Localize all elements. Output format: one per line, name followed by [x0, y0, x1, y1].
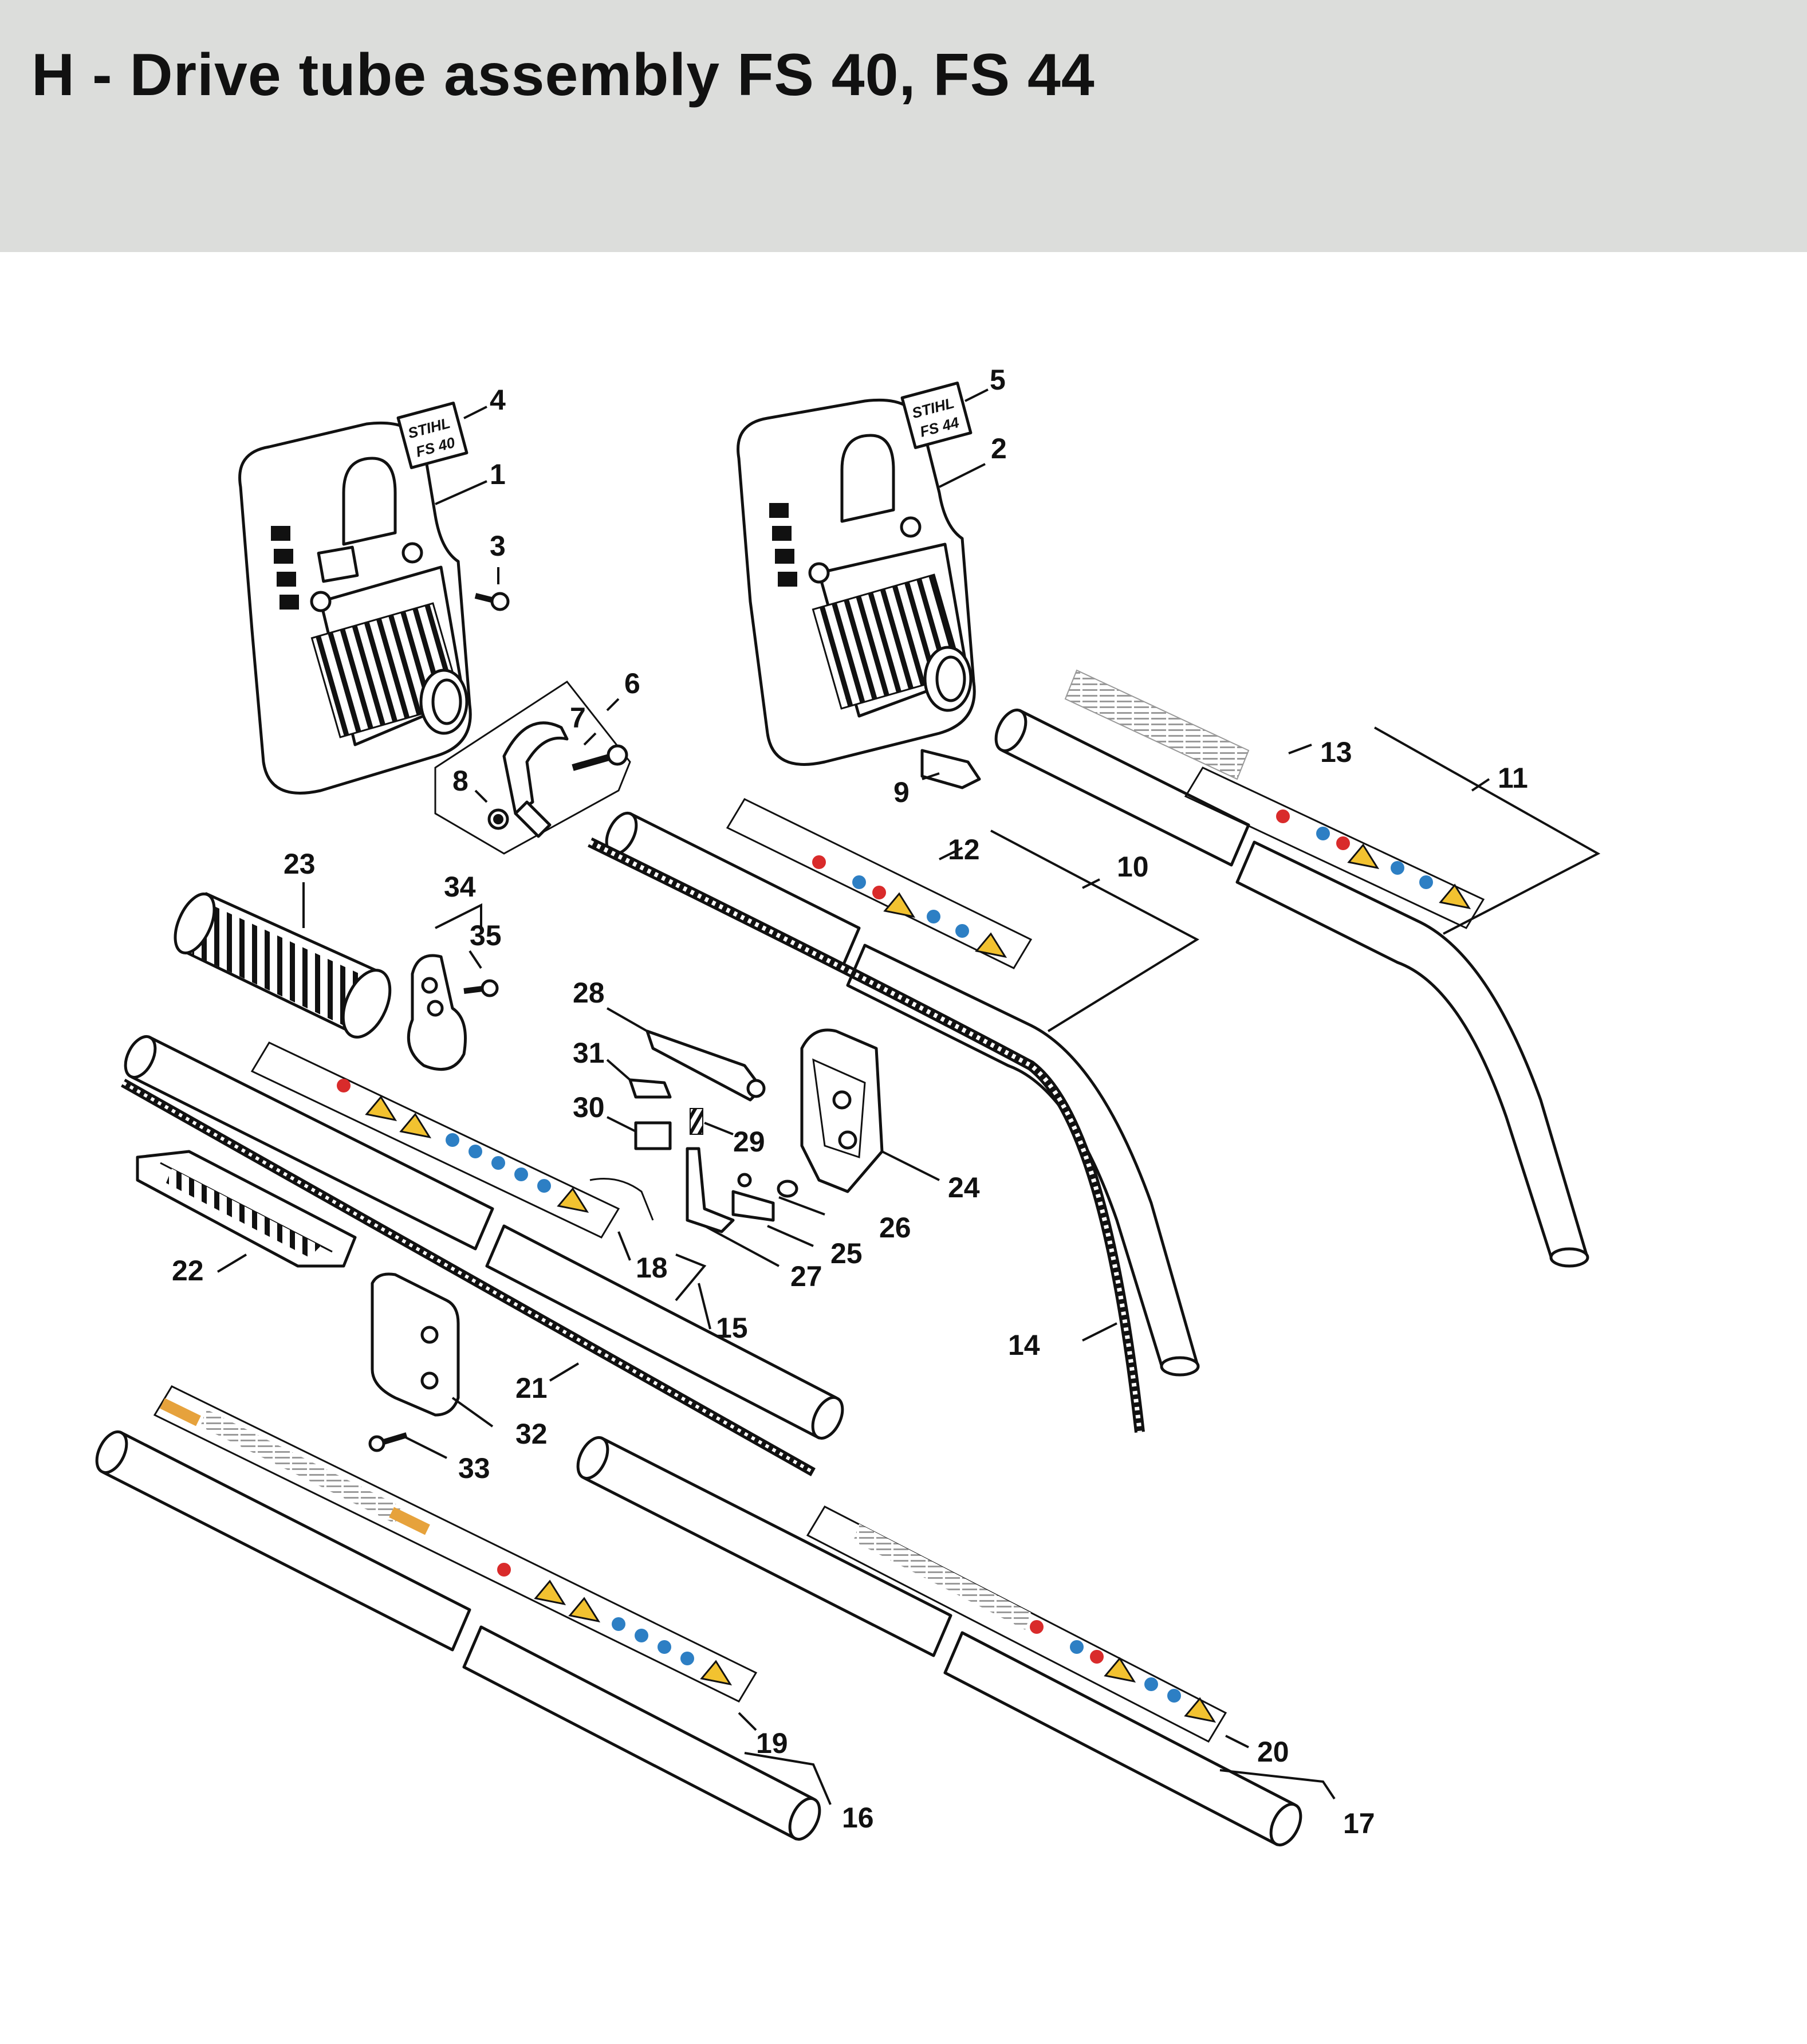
callout-16: 16: [842, 1802, 874, 1834]
throttle-housing-part-24: [800, 1028, 884, 1193]
callout-13: 13: [1320, 736, 1352, 768]
badge-fs44: STIHL FS 44: [900, 382, 973, 449]
callout-5: 5: [990, 364, 1006, 396]
page-title: H - Drive tube assembly FS 40, FS 44: [32, 42, 1095, 108]
lock-button-part-31: [628, 1078, 672, 1099]
callout-14: 14: [1008, 1329, 1040, 1361]
drive-tube-part-11: [994, 709, 1589, 1268]
handle-grip-part-23: [174, 892, 392, 1039]
badge-fs40: STIHL FS 40: [396, 402, 469, 469]
callout-19: 19: [756, 1727, 788, 1759]
callout-10: 10: [1117, 851, 1149, 883]
spring-part-29: [690, 1108, 703, 1135]
block-part-9: [920, 749, 981, 789]
drive-tube-part-17: [576, 1436, 1302, 1846]
bearing-sleeve-part-22: [136, 1150, 357, 1268]
decal-part-19: [153, 1385, 758, 1703]
drive-tube-part-15: [124, 1035, 844, 1440]
drive-tube-part-16: [95, 1430, 821, 1841]
lever-part-27: [686, 1147, 775, 1233]
exploded-parts-diagram: STIHL FS 40 STIHL FS 44: [0, 252, 1807, 2044]
callout-23: 23: [284, 848, 316, 880]
callout-11: 11: [1498, 762, 1528, 794]
bracket-part-32: [371, 1272, 460, 1417]
torsion-spring-part-25: [777, 1180, 798, 1198]
decal-part-20: [806, 1506, 1227, 1743]
callout-24: 24: [948, 1172, 980, 1204]
callout-2: 2: [991, 433, 1007, 465]
callout-29: 29: [733, 1126, 765, 1158]
handle-clamp-part-34: [407, 954, 499, 1071]
callout-1: 1: [490, 458, 506, 490]
decal-part-18: [250, 1041, 620, 1239]
switch-part-30: [589, 1121, 672, 1221]
callout-35: 35: [470, 919, 502, 952]
engine-housing-fs40: [238, 421, 472, 795]
callout-4: 4: [490, 384, 506, 416]
callout-6: 6: [624, 667, 640, 699]
callout-9: 9: [893, 776, 910, 808]
screw-part-3: [474, 592, 510, 611]
header-bar: H - Drive tube assembly FS 40, FS 44: [0, 0, 1807, 252]
callout-34: 34: [444, 871, 476, 903]
leader-lines: [216, 388, 1601, 1805]
callout-numbers: 1 2 3 4 5 6 7 8 9 10 11 12 13 14 15 16 1…: [172, 364, 1528, 1839]
throttle-trigger-part-28: [645, 1029, 766, 1102]
callout-17: 17: [1343, 1807, 1375, 1839]
callout-18: 18: [636, 1252, 668, 1284]
callout-21: 21: [515, 1372, 548, 1404]
callout-20: 20: [1257, 1736, 1289, 1768]
callout-15: 15: [716, 1312, 748, 1344]
callout-31: 31: [573, 1037, 605, 1069]
callout-7: 7: [570, 702, 586, 734]
decal-part-12: [726, 798, 1033, 969]
engine-housing-fs44: [737, 398, 976, 766]
screw-part-33: [368, 1432, 408, 1452]
pin-part-26: [737, 1173, 752, 1188]
callout-32: 32: [515, 1418, 548, 1450]
callout-28: 28: [573, 977, 605, 1009]
callout-8: 8: [452, 765, 469, 797]
callout-22: 22: [172, 1255, 204, 1287]
callout-30: 30: [573, 1091, 605, 1123]
callout-3: 3: [490, 530, 506, 562]
callout-33: 33: [458, 1452, 490, 1484]
clamp-kit-part-6: [434, 680, 631, 855]
callout-26: 26: [879, 1212, 911, 1244]
callout-12: 12: [948, 834, 980, 866]
decal-part-13: [1064, 669, 1485, 929]
callout-27: 27: [790, 1260, 822, 1292]
callout-25: 25: [830, 1237, 863, 1269]
